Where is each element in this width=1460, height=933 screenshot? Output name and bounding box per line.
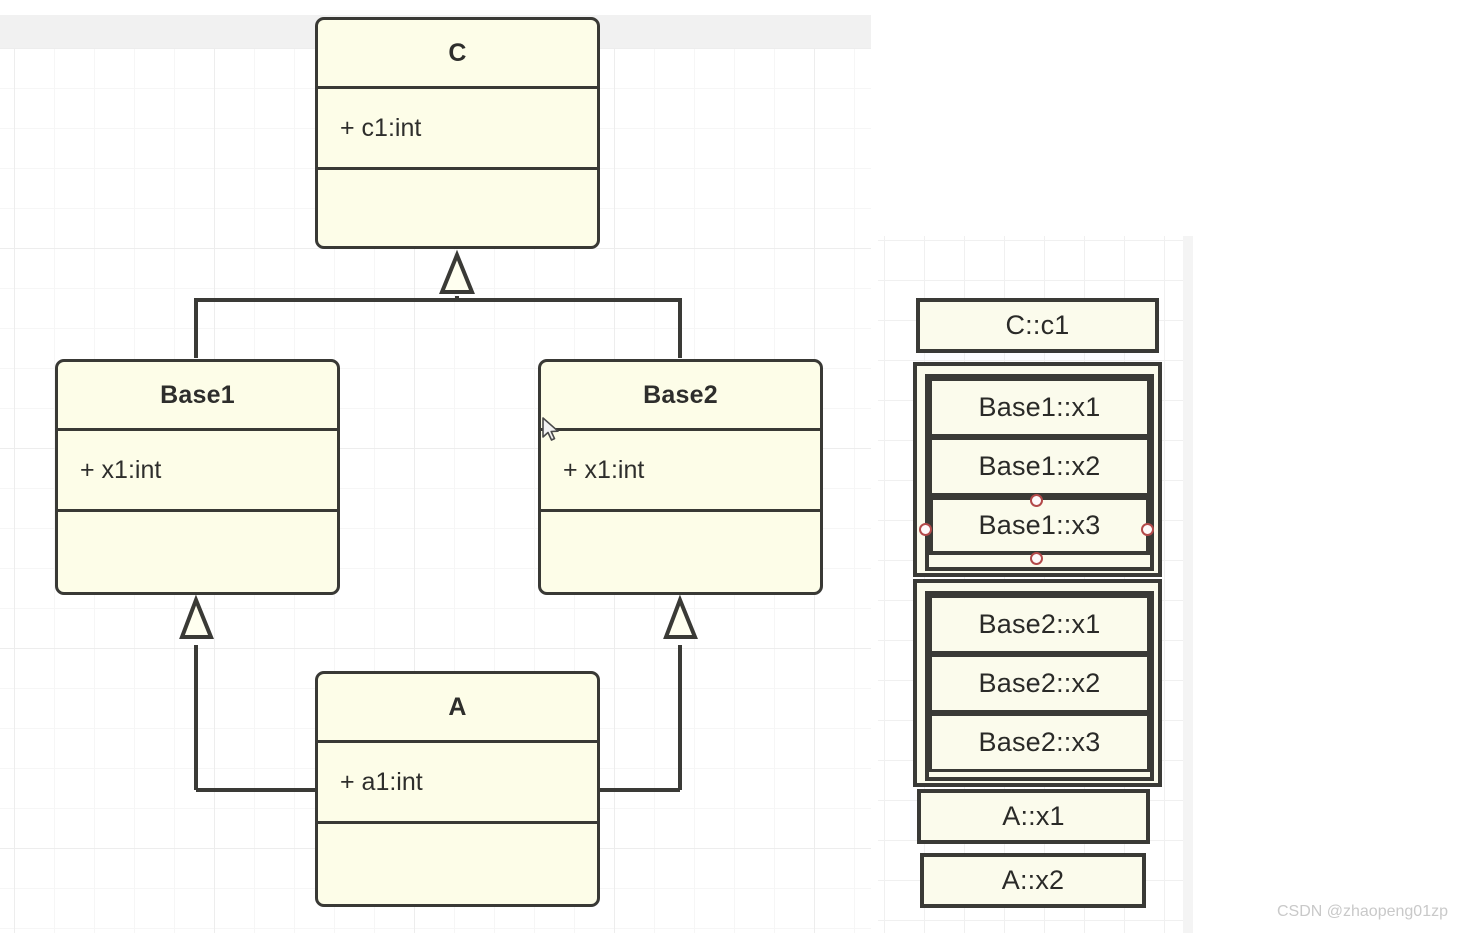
uml-class-c-operations [318,170,597,246]
uml-class-base2-attributes: + x1:int [541,431,820,512]
selection-handle-top[interactable] [1030,494,1043,507]
uml-class-c[interactable]: C + c1:int [315,17,600,249]
selection-handle-right[interactable] [1141,523,1154,536]
mem-group-base1[interactable]: Base1::x1 Base1::x2 Base1::x3 [913,362,1162,577]
uml-class-a-attributes: + a1:int [318,743,597,824]
uml-class-a-name: A [318,674,597,743]
mem-row-base2-x3[interactable]: Base2::x3 [929,713,1150,772]
selection-handle-left[interactable] [919,523,932,536]
uml-class-diagram-canvas[interactable]: Base1 --> Base2 --> C + c1:int Base1 + x… [0,0,871,933]
mem-slot-c-c1[interactable]: C::c1 [916,298,1159,353]
mem-row-base1-x2[interactable]: Base1::x2 [929,437,1150,496]
uml-class-base2-name: Base2 [541,362,820,431]
mem-slot-a-x1[interactable]: A::x1 [917,789,1150,844]
mem-group-base2[interactable]: Base2::x1 Base2::x2 Base2::x3 [913,579,1162,787]
uml-class-base1[interactable]: Base1 + x1:int [55,359,340,595]
memory-layout-canvas[interactable]: C::c1 Base1::x1 Base1::x2 Base1::x3 Base… [871,0,1460,933]
uml-class-base2[interactable]: Base2 + x1:int [538,359,823,595]
uml-class-base2-operations [541,512,820,592]
uml-class-base1-name: Base1 [58,362,337,431]
mouse-cursor-icon [542,417,559,441]
uml-class-base1-operations [58,512,337,592]
uml-class-c-attributes: + c1:int [318,89,597,170]
csdn-watermark: CSDN @zhaopeng01zp [1276,903,1448,920]
selection-handle-bottom[interactable] [1030,552,1043,565]
mem-row-base1-x1[interactable]: Base1::x1 [929,378,1150,437]
uml-class-a-operations [318,824,597,904]
uml-class-c-name: C [318,20,597,89]
uml-class-base1-attributes: + x1:int [58,431,337,512]
mem-row-base2-x2[interactable]: Base2::x2 [929,654,1150,713]
uml-class-a[interactable]: A + a1:int [315,671,600,907]
memory-grid-edge [1183,236,1193,933]
mem-row-base2-x1[interactable]: Base2::x1 [929,595,1150,654]
mem-slot-a-x2[interactable]: A::x2 [920,853,1146,908]
